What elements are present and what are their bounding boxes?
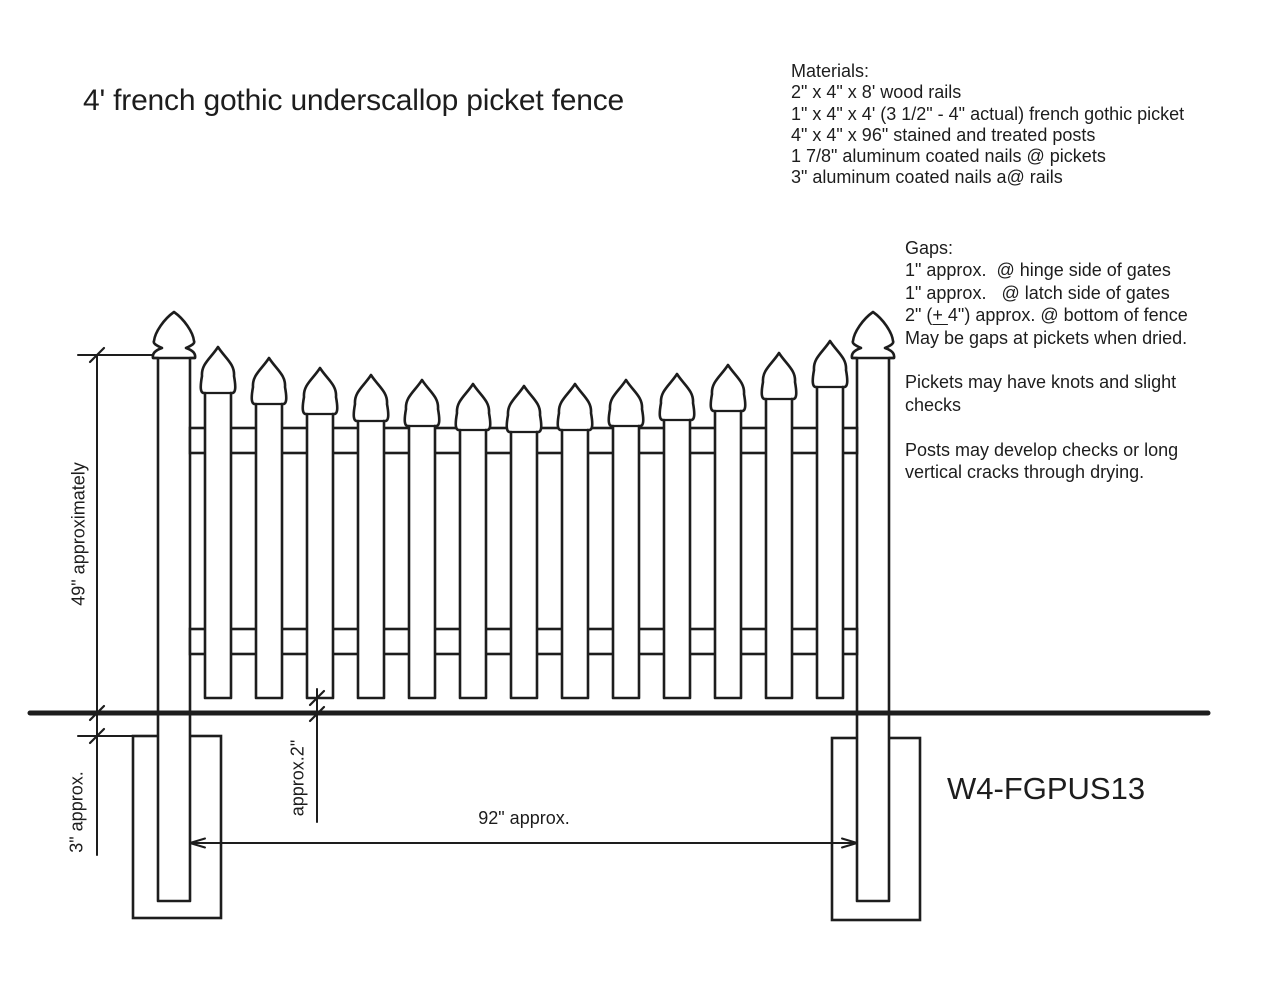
gaps-heading: Gaps: <box>905 238 954 258</box>
blank-line <box>905 416 1188 438</box>
gaps-item-text: 2" ( <box>905 305 933 326</box>
blank-line <box>905 349 1188 371</box>
drawing-title: 4' french gothic underscallop picket fen… <box>83 84 624 117</box>
part-number: W4-FGPUS13 <box>947 771 1146 806</box>
gaps-item: 1" approx. @ latch side of gates <box>905 282 1170 303</box>
posts-note: Posts may develop checks or long <box>905 439 1179 460</box>
gaps-item-text: 4") approx. @ bottom of fence <box>947 305 1188 326</box>
materials-heading: Materials: <box>791 61 870 81</box>
materials-item: 4" x 4" x 96" stained and treated posts <box>791 124 1096 145</box>
pickets-note: Pickets may have knots and slight <box>905 372 1177 393</box>
gaps-item: 2" (+ 4") approx. @ bottom of fence <box>905 304 1188 326</box>
dimension-label-bottom-gap: approx.2" <box>287 739 308 817</box>
posts-note: vertical cracks through drying. <box>905 462 1145 483</box>
gaps-item: 1" approx. @ hinge side of gates <box>905 260 1171 281</box>
gaps-notes: Gaps: 1" approx. @ hinge side of gates 1… <box>905 237 1188 483</box>
materials-item: 1 7/8" aluminum coated nails @ pickets <box>791 146 1106 167</box>
materials-list: Materials: 2" x 4" x 8' wood rails 1" x … <box>791 61 1184 189</box>
dimension-label-height: 49" approximately <box>68 462 89 606</box>
plus-minus-mark: + <box>932 305 948 326</box>
gaps-item: May be gaps at pickets when dried. <box>905 327 1188 348</box>
materials-item: 2" x 4" x 8' wood rails <box>791 82 962 103</box>
dimension-label-post-depth: 3" approx. <box>66 771 87 853</box>
dimension-label-width: 92" approx. <box>478 808 570 828</box>
pickets-note: checks <box>905 394 962 415</box>
materials-item: 3" aluminum coated nails a@ rails <box>791 167 1063 188</box>
materials-item: 1" x 4" x 4' (3 1/2" - 4" actual) french… <box>791 103 1185 124</box>
